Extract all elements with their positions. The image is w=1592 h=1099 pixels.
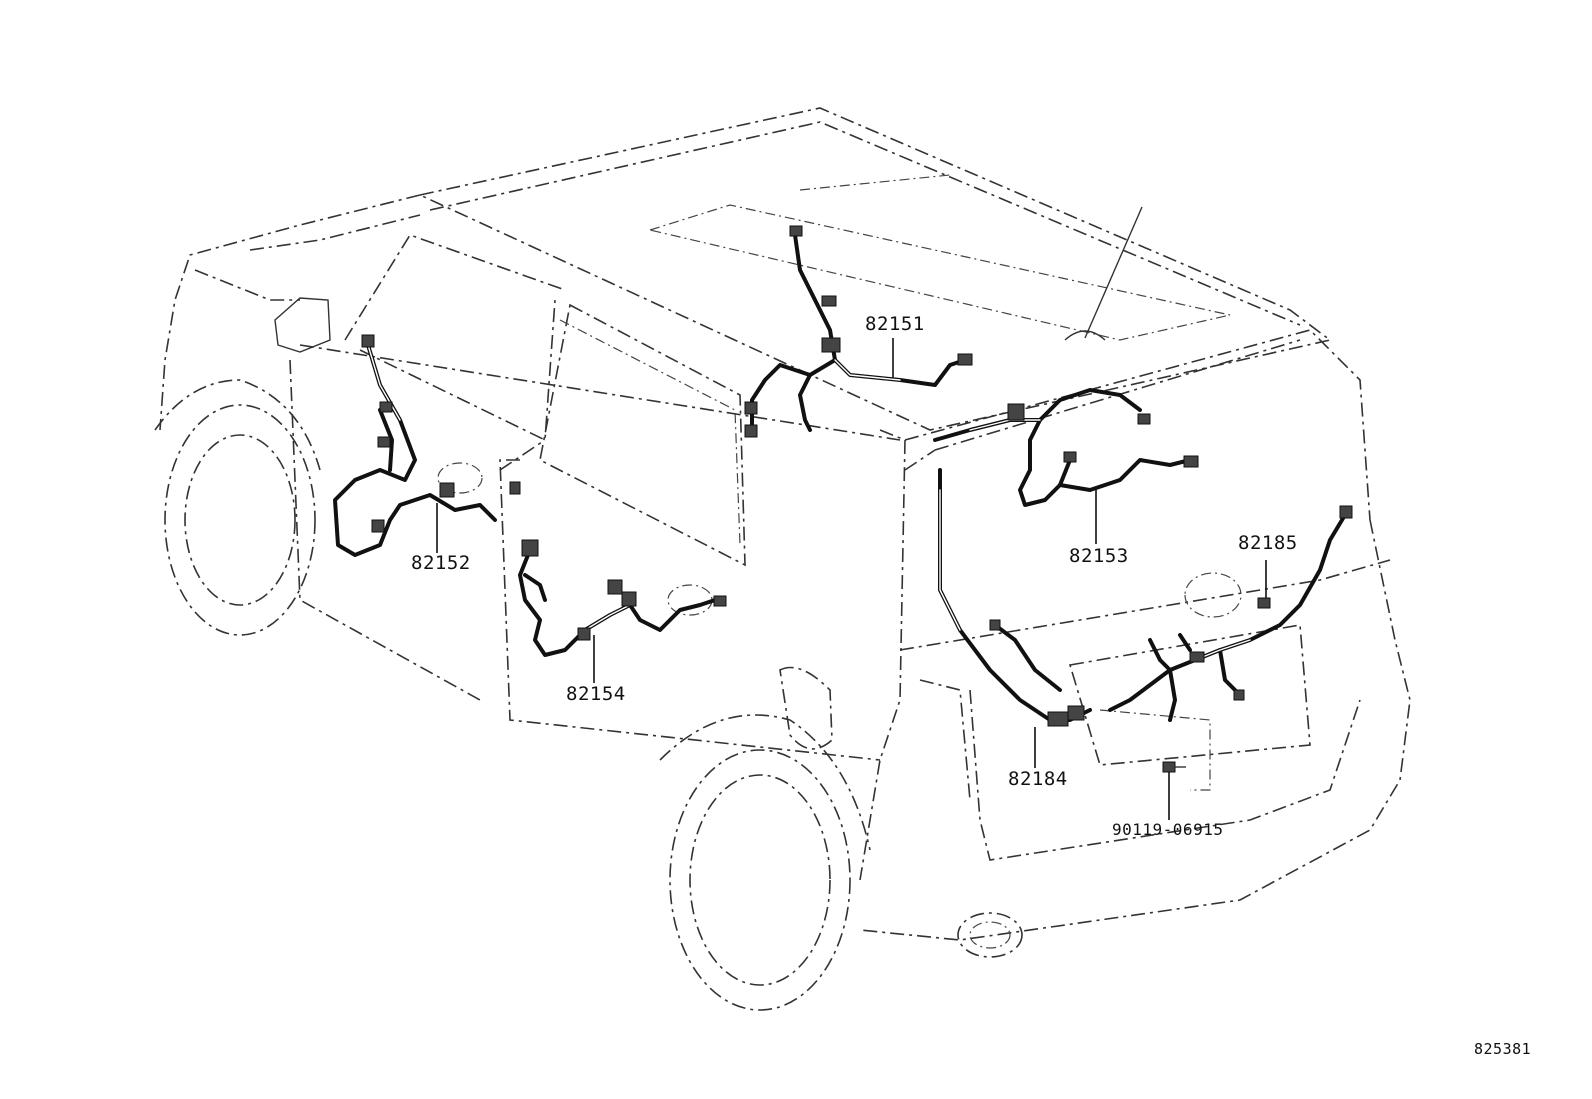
harness-82184 (938, 468, 1092, 727)
harness-82153 (933, 388, 1199, 507)
part-label-82154: 82154 (566, 683, 626, 705)
figure-code: 825381 (1474, 1040, 1532, 1058)
harness-82151 (744, 225, 973, 438)
clip-90119-06915 (1162, 761, 1186, 773)
leader-lines (436, 338, 1267, 820)
part-label-82151: 82151 (865, 313, 925, 335)
vehicle-outline (154, 107, 1411, 1011)
part-label-82185: 82185 (1238, 532, 1298, 554)
part-label-90119-06915: 90119-06915 (1112, 820, 1224, 839)
part-label-82153: 82153 (1069, 545, 1129, 567)
harness-82185 (1108, 505, 1353, 722)
harness-82154 (518, 539, 727, 657)
harness-82152 (333, 334, 521, 557)
part-label-82152: 82152 (411, 552, 471, 574)
part-label-82184: 82184 (1008, 768, 1068, 790)
